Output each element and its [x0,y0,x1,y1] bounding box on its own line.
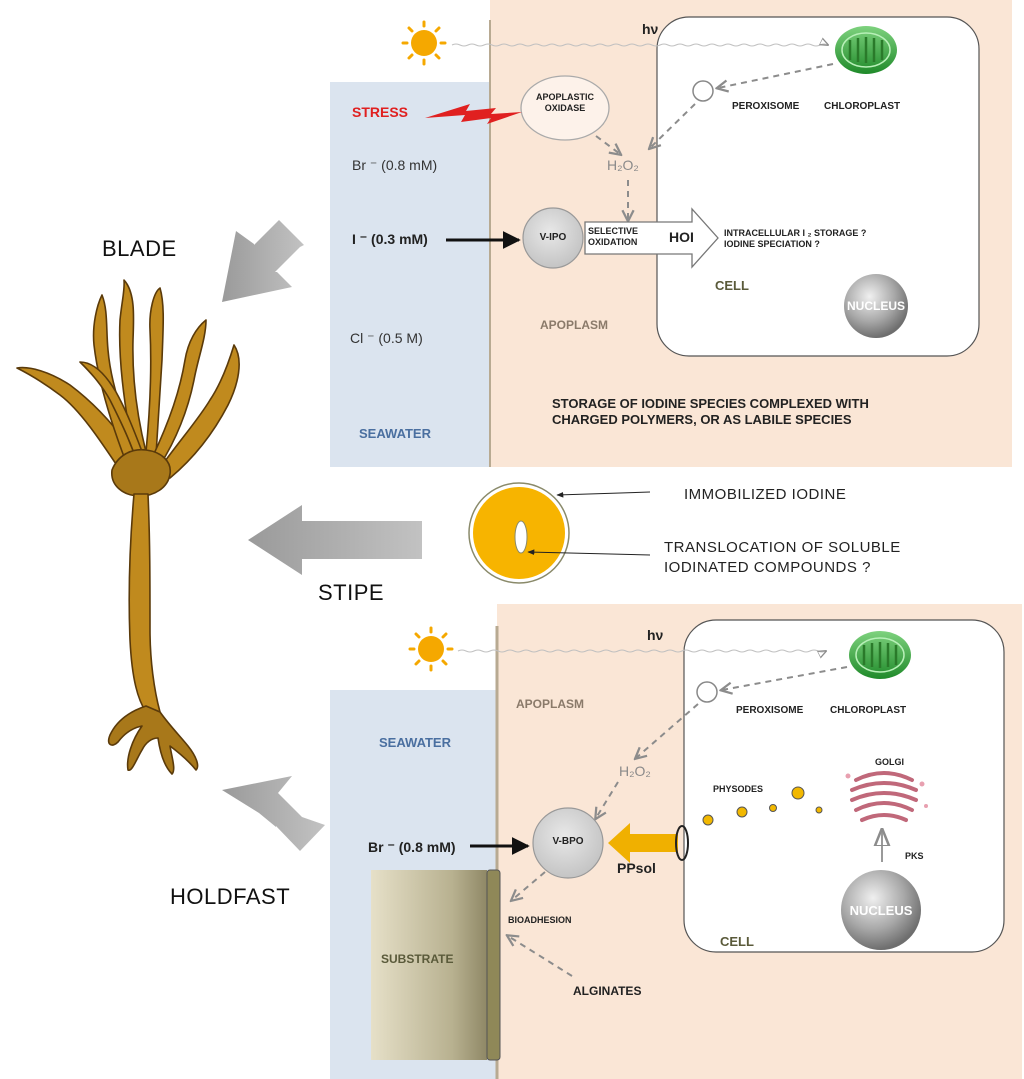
top-seawater-label: SEAWATER [359,426,431,441]
bottom-cell-label: CELL [720,934,754,949]
translocation-line1: TRANSLOCATION OF SOLUBLE [664,539,901,556]
kelp-illustration [16,279,240,775]
storage-note: STORAGE OF IODINE SPECIES COMPLEXED WITH… [552,396,869,428]
golgi-vesicles [845,773,928,808]
selective-oxidation-arrow [584,207,719,269]
bottom-bromide-label: Br ⁻ (0.8 mM) [368,839,456,855]
top-nucleus-label: NUCLEUS [846,299,905,313]
bottom-light-wave [457,649,826,652]
v-ipo-label: V-IPO [539,232,567,243]
substrate-label: SUBSTRATE [381,952,454,966]
intracellular-line1: INTRACELLULAR I ₂ STORAGE ? [724,228,867,238]
stress-label: STRESS [352,104,409,120]
translocation-line2: IODINATED COMPOUNDS ? [664,559,871,576]
holdfast-arrow [222,776,325,851]
immobilized-iodine-label: IMMOBILIZED IODINE [684,486,847,503]
translocation-pointer [527,549,651,556]
alginates-to-bioadhesion-arrow [508,936,573,977]
top-apoplasm-label: APOPLASM [540,318,609,332]
golgi-icon [850,771,918,822]
selective-oxidation-label: SELECTIVE OXIDATION [588,226,638,248]
bottom-apoplasm-label: APOPLASM [516,697,585,711]
stipe-arrow [248,505,422,575]
storage-note-line2: CHARGED POLYMERS, OR AS LABILE SPECIES [552,412,852,427]
alginates-label: ALGINATES [573,984,642,998]
immobilized-pointer [556,491,651,498]
v-bpo-label: V-BPO [552,836,584,847]
bottom-nucleus-label: NUCLEUS [849,903,913,918]
oxidase-to-h2o2-arrow [595,135,620,154]
exocytosis-ring [675,825,689,861]
apoplastic-oxidase-line1: APOPLASTIC [535,92,594,102]
bottom-chloroplast-label: CHLOROPLAST [830,705,907,716]
substrate-block [371,870,487,1060]
bottom-nucleus-icon [841,870,921,950]
intracellular-storage-label: INTRACELLULAR I ₂ STORAGE ? IODINE SPECI… [724,228,866,250]
top-chloroplast-label: CHLOROPLAST [824,101,901,112]
bottom-h2o2-label: H₂O₂ [619,763,651,779]
intracellular-line2: IODINE SPECIATION ? [724,239,820,249]
top-seawater-region [330,82,490,467]
blade-arrow [222,220,304,302]
hoi-label: HOI [669,229,694,245]
bottom-chloroplast-icon [849,631,911,679]
top-sun-icon [401,20,447,66]
selective-oxidation-line2: OXIDATION [588,237,638,247]
top-peroxisome-label: PEROXISOME [732,101,800,112]
top-cell-label: CELL [715,278,749,293]
bottom-sun-icon [408,626,454,672]
bottom-cell-boundary [683,619,1005,953]
bioadhesion-layer [486,869,501,1061]
selective-oxidation-line1: SELECTIVE [588,226,639,236]
bromide-label: Br ⁻ (0.8 mM) [352,157,438,173]
top-chloroplast-to-peroxisome-arrow [718,63,834,88]
golgi-label: GOLGI [875,757,904,767]
iodide-label: I ⁻ (0.3 mM) [352,231,428,247]
bottom-peroxisome-to-h2o2-arrow [636,703,699,758]
storage-note-line1: STORAGE OF IODINE SPECIES COMPLEXED WITH [552,396,869,411]
v-ipo-enzyme [522,207,584,269]
ppsol-label: PPsol [617,860,656,876]
v-bpo-enzyme [532,807,604,879]
top-chloroplast-icon [835,26,897,74]
top-peroxisome-icon [692,80,714,102]
stipe-label: STIPE [318,580,385,605]
vbpo-to-bioadhesion-arrow [512,871,546,900]
top-light-wave [451,44,828,47]
top-h2o2-label: H₂O₂ [607,157,639,173]
translocation-label: TRANSLOCATION OF SOLUBLE IODINATED COMPO… [664,538,901,578]
blade-label: BLADE [102,236,177,261]
stress-lightning-icon [425,104,522,124]
chloride-label: Cl ⁻ (0.5 M) [350,330,423,346]
h2o2-to-vbpo-arrow [596,781,619,818]
bottom-peroxisome-label: PEROXISOME [736,705,804,716]
bottom-hv-label: hν [647,627,664,643]
apoplastic-oxidase-line2: OXIDASE [544,103,586,113]
physodes-vesicles [702,786,823,826]
stipe-cross-section [468,482,570,584]
apoplastic-oxidase-ellipse [520,75,610,141]
physodes-label: PHYSODES [713,784,764,794]
top-cell-boundary [656,16,980,357]
pks-label: PKS [905,851,924,861]
bottom-peroxisome-icon [696,681,718,703]
holdfast-label: HOLDFAST [170,884,291,909]
apoplastic-oxidase-label: APOPLASTIC OXIDASE [525,92,605,114]
ppsol-arrow [608,823,678,863]
top-nucleus-icon [844,274,908,338]
bottom-seawater-label: SEAWATER [379,735,451,750]
top-hv-label: hν [642,21,659,37]
bioadhesion-label: BIOADHESION [508,915,572,925]
